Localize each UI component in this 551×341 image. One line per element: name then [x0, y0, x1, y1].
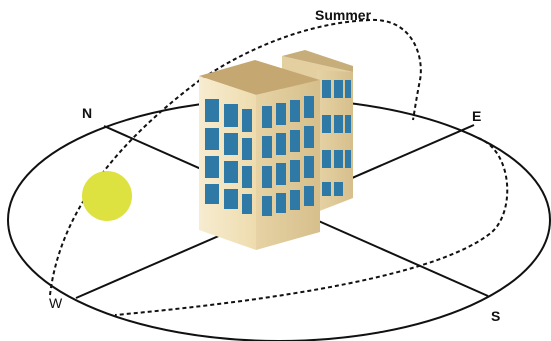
summer-sun-path: [49, 18, 422, 296]
west-label: W: [49, 295, 63, 311]
summer-label: Summer: [315, 7, 372, 23]
building-icon: [199, 50, 353, 250]
east-label: E: [472, 108, 482, 124]
south-label: S: [491, 308, 501, 324]
north-label: N: [82, 105, 93, 121]
lower-sun-path: [114, 137, 509, 316]
sun-icon: [82, 171, 132, 221]
